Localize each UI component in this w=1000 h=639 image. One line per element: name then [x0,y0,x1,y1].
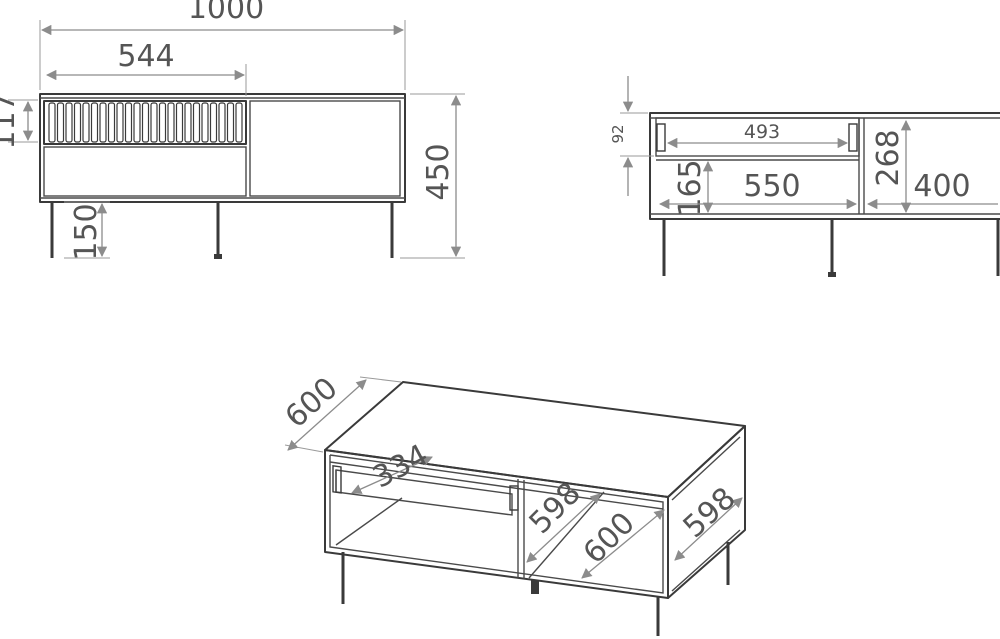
drawer-slat [235,102,243,143]
drawer-slat [107,102,116,143]
dim-line-shelf-depth [526,493,601,563]
drawer-slat [218,102,226,143]
front-lower-left-panel [43,146,247,197]
label-drawer-width: 544 [117,39,174,74]
dim-line-side-depth [674,497,743,561]
drawer-slat [133,102,141,143]
label-depth-top: 600 [279,371,345,435]
drawer-slat [150,102,158,143]
label-compartment-height: 268 [871,129,906,186]
section-view: 92 493 165 550 268 400 [609,76,1000,277]
front-right-door [249,100,401,197]
drawer-slat [167,102,175,143]
label-side-depth: 598 [677,481,743,545]
label-leg-height: 150 [69,203,104,260]
dim-line-drawer-depth [351,456,433,494]
front-body-outline [39,93,406,203]
drawer-slat [56,102,65,143]
dim-line-inner-depth [581,509,665,579]
dim-line-depth-top [287,379,367,451]
label-inner-drawer-height: 92 [609,124,627,143]
drawer-slat [99,102,107,143]
section-body-outline [649,112,1000,220]
drawer-slat [116,102,124,143]
front-leg-foot [214,254,222,259]
drawer-slat [201,102,209,143]
drawer-slat [73,102,82,143]
drawer-slat [124,102,133,143]
drawer-slat [65,102,73,143]
iso-side-face [667,425,746,599]
iso-leg-middle-foot [531,580,539,594]
front-view: 1000 544 117 450 150 [0,0,465,261]
drawer-slats [48,102,243,143]
label-inner-drawer-width: 493 [744,121,780,143]
label-drawer-height: 117 [0,92,22,149]
drawer-slat [90,102,99,143]
label-total-height: 450 [421,143,456,200]
drawer-slat [141,102,150,143]
label-shelf-width: 550 [743,169,800,204]
drawer-slat [192,102,201,143]
front-drawer [43,100,247,145]
drawer-slat [209,102,218,143]
label-compartment-width: 400 [913,169,970,204]
label-shelf-height: 165 [673,159,708,216]
drawer-slat [82,102,90,143]
drawer-runner-right [848,123,858,152]
drawer-slat [226,102,235,143]
isometric-view: 600 334 598 600 598 [279,371,746,636]
drawer-runner-left [656,123,666,152]
label-drawer-depth: 334 [367,438,434,496]
drawer-slat [158,102,167,143]
drawer-slat [48,102,56,143]
drawer-slat [184,102,192,143]
label-front-width: 1000 [188,0,264,26]
label-inner-depth: 600 [577,506,642,571]
drawer-slat [175,102,184,143]
